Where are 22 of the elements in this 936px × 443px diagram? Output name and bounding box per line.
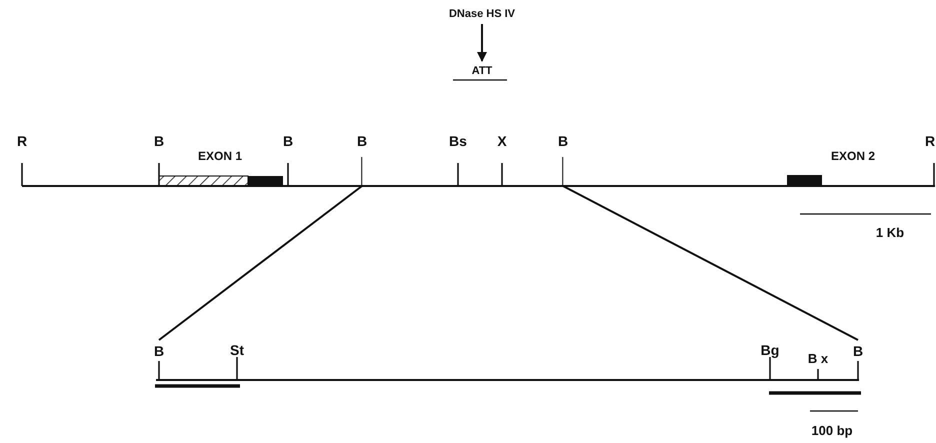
site-label: B <box>558 134 568 148</box>
site-label: Bs <box>449 134 467 148</box>
site-label: B <box>152 343 166 359</box>
site-label: B <box>356 134 368 148</box>
arrow <box>477 24 487 62</box>
region-label: ATT <box>462 64 502 78</box>
expansion-line <box>562 185 858 341</box>
site-label: St <box>230 343 244 357</box>
scale-label: 1 Kb <box>876 226 904 239</box>
expansion-line <box>158 185 363 341</box>
site-label: Bg <box>760 343 780 357</box>
site-label: B <box>282 134 294 148</box>
site-label: B x <box>808 352 828 365</box>
site-label: R <box>924 134 936 148</box>
exon-label: EXON 1 <box>198 150 242 162</box>
site-label: R <box>16 134 28 148</box>
scale-label: 100 bp <box>811 424 853 437</box>
exon-label: EXON 2 <box>831 150 875 162</box>
annotation-label: DNase HS IV <box>430 6 534 22</box>
site-label: B <box>851 343 865 359</box>
site-label: B <box>154 134 164 148</box>
site-label: X <box>497 134 507 148</box>
